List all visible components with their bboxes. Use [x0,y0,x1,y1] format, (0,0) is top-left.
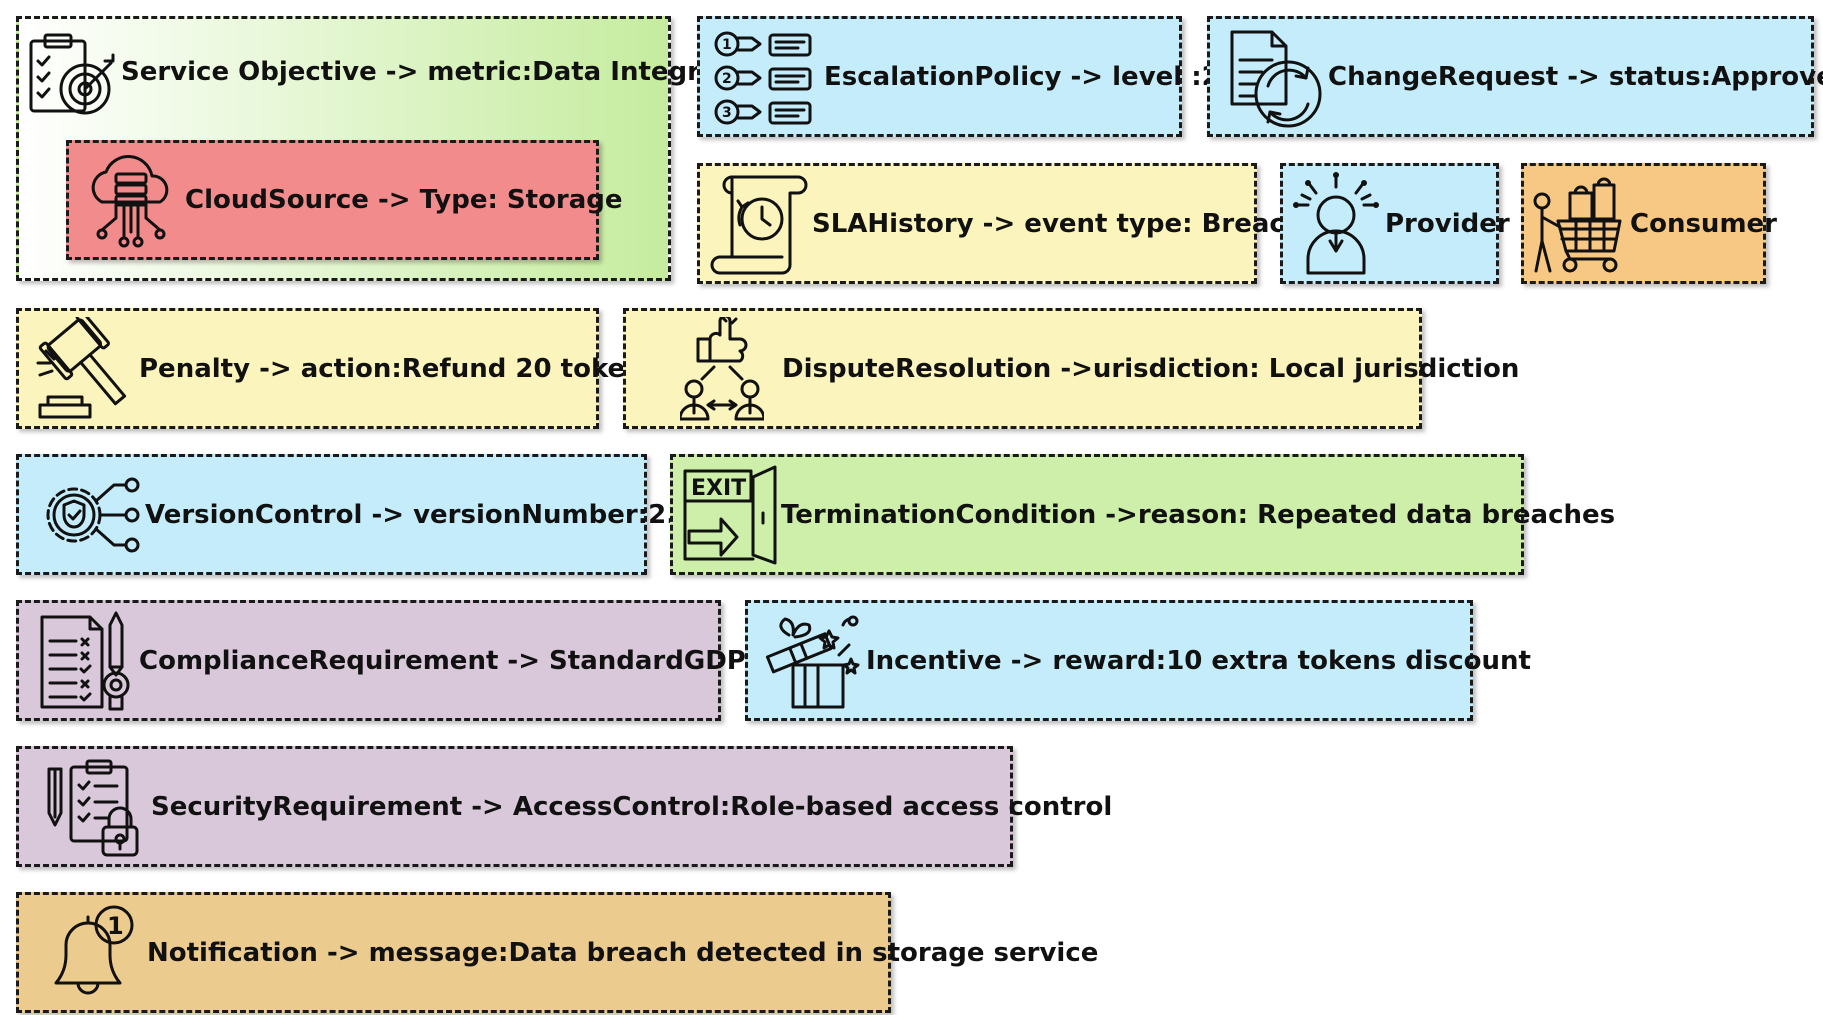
gift-box-icon [760,606,866,716]
escalation-policy-label: EscalationPolicy -> level :2 [824,61,1220,92]
penalty-label: Penalty -> action:Refund 20 tokens [139,353,660,384]
provider-label: Provider [1385,208,1510,239]
scroll-history-icon [708,169,812,279]
checklist-pen-icon [33,606,139,716]
svg-text:1: 1 [722,37,732,53]
cloud-server-icon [75,150,185,250]
incentive-box: Incentive -> reward:10 extra tokens disc… [745,600,1531,721]
cloud-source-box: CloudSource -> Type: Storage [66,140,623,260]
termination-condition-box: EXIT TerminationCondition ->reason: Repe… [670,454,1615,575]
provider-box: Provider [1280,163,1510,284]
change-request-box: ChangeRequest -> status:Approved [1207,16,1823,137]
service-objective-label: Service Objective -> metric:Data Integri… [121,57,739,87]
version-control-box: VersionControl -> versionNumber:2.0 [16,454,694,575]
numbered-steps-icon: 1 2 3 [712,22,824,132]
penalty-box: Penalty -> action:Refund 20 tokens [16,308,659,429]
change-request-label: ChangeRequest -> status:Approved [1328,61,1823,92]
clipboard-lock-icon [39,752,151,862]
bell-alert-icon: 1 [37,898,147,1008]
version-control-label: VersionControl -> versionNumber:2.0 [145,499,695,530]
sla-history-box: SLAHistory -> event type: Breach [697,163,1303,284]
termination-condition-label: TerminationCondition ->reason: Repeated … [781,499,1616,530]
cloud-source-label: CloudSource -> Type: Storage [185,185,623,215]
sla-history-label: SLAHistory -> event type: Breach [812,208,1304,239]
exit-sign-text: EXIT [691,476,746,501]
target-checklist-icon [21,27,121,127]
compliance-requirement-label: ComplianceRequirement -> StandardGDPR [139,645,766,676]
svg-text:2: 2 [722,71,732,87]
gear-shield-icon [35,460,145,570]
notification-badge: 1 [107,912,124,940]
notification-box: 1 Notification -> message:Data breach de… [16,892,1098,1013]
dispute-resolution-label: DisputeResolution ->urisdiction: Local j… [782,353,1520,384]
security-requirement-box: SecurityRequirement -> AccessControl:Rol… [16,746,1112,867]
thumbs-up-people-icon [662,314,782,424]
compliance-requirement-box: ComplianceRequirement -> StandardGDPR [16,600,766,721]
svg-text:3: 3 [722,105,732,121]
consumer-label: Consumer [1630,208,1777,239]
dispute-resolution-box: DisputeResolution ->urisdiction: Local j… [623,308,1519,429]
notification-label: Notification -> message:Data breach dete… [147,937,1099,968]
escalation-policy-box: 1 2 3 EscalationPolicy -> level :2 [697,16,1220,137]
incentive-label: Incentive -> reward:10 extra tokens disc… [866,645,1531,676]
document-refresh-icon [1222,22,1328,132]
exit-door-icon: EXIT [677,460,781,570]
security-requirement-label: SecurityRequirement -> AccessControl:Rol… [151,791,1113,822]
shopping-cart-icon [1528,169,1630,279]
person-ideas-icon [1287,169,1385,279]
gavel-icon [29,314,139,424]
consumer-box: Consumer [1521,163,1777,284]
